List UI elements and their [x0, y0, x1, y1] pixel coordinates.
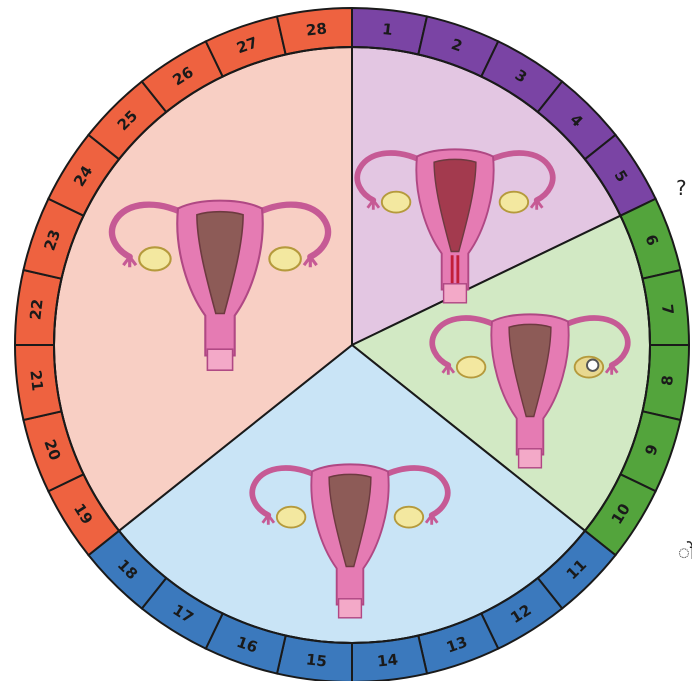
day-label-28: 28	[305, 19, 328, 39]
day-label-1: 1	[381, 20, 393, 39]
cervix	[207, 349, 232, 370]
cervix	[519, 449, 542, 468]
day-label-14: 14	[376, 650, 399, 670]
cervix	[444, 284, 467, 303]
left-ovary	[382, 192, 411, 213]
right-ovary	[395, 507, 424, 528]
right-ovary	[269, 247, 301, 270]
cervix	[339, 599, 362, 618]
left-ovary	[277, 507, 306, 528]
margin-devanagari-glyph: ो	[678, 538, 692, 565]
day-label-15: 15	[305, 650, 328, 670]
day-label-7: 7	[658, 303, 677, 315]
left-ovary	[139, 247, 171, 270]
dominant-follicle	[587, 360, 598, 371]
margin-question-mark: ?	[676, 176, 687, 200]
left-ovary	[457, 357, 486, 378]
day-label-8: 8	[658, 374, 677, 386]
right-ovary	[500, 192, 529, 213]
day-label-22: 22	[26, 298, 46, 321]
day-label-21: 21	[26, 369, 46, 392]
